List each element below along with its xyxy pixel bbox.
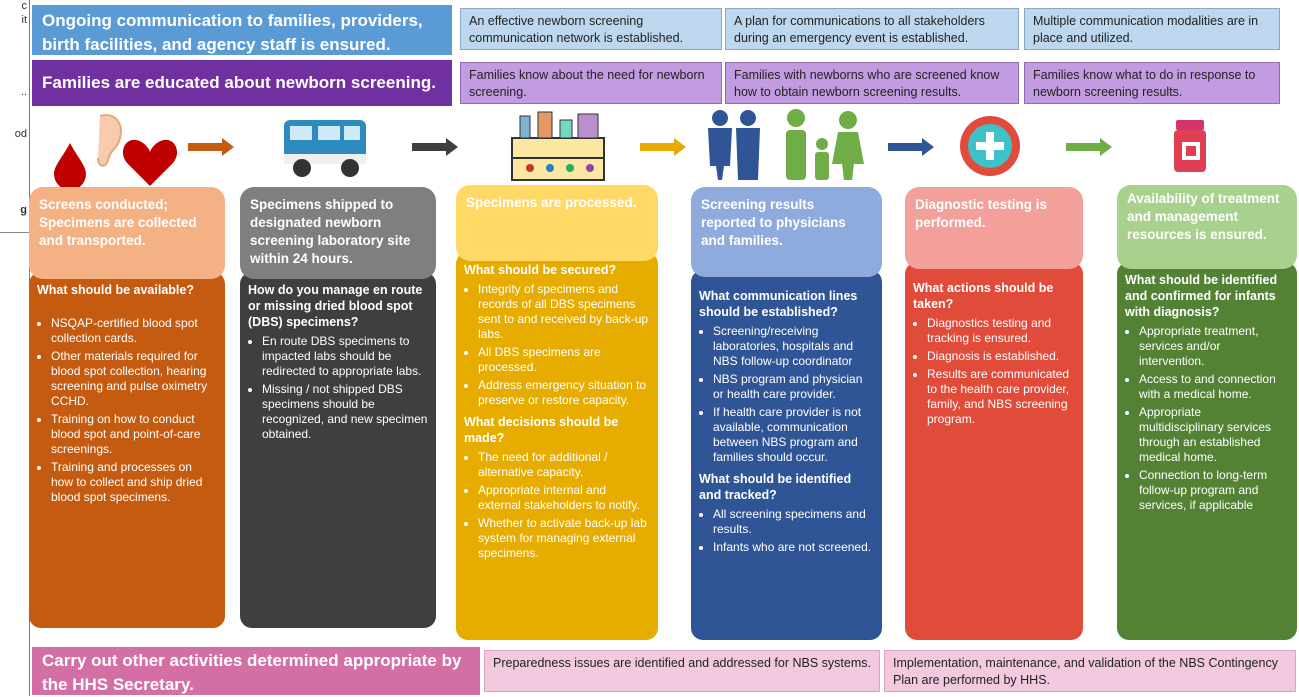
flow-arrow-1 — [188, 138, 234, 156]
list-item: Diagnosis is established. — [927, 349, 1075, 364]
column-6-question: What should be identified and confirmed … — [1125, 273, 1278, 319]
laboratory-icon — [511, 111, 605, 181]
column-1-question: What should be available? — [37, 283, 194, 297]
column-4-question-2: What should be identified and tracked? — [699, 472, 852, 502]
column-5-body: What actions should be taken? Diagnostic… — [905, 262, 1083, 640]
blood-drop-ear-heart-icon — [54, 114, 178, 188]
physicians-family-icon — [708, 109, 864, 180]
left-page-fragment: c it .. od g — [0, 0, 30, 696]
medical-badge-icon — [960, 116, 1020, 176]
column-6-body: What should be identified and confirmed … — [1117, 262, 1297, 640]
list-item: En route DBS specimens to impacted labs … — [262, 334, 428, 379]
list-item: Infants who are not screened. — [713, 540, 874, 555]
flow-arrow-3 — [640, 138, 686, 156]
fragment-text: c — [21, 0, 28, 12]
list-item: All screening specimens and results. — [713, 507, 874, 537]
list-item: All DBS specimens are processed. — [478, 345, 650, 375]
fragment-text: od — [14, 128, 27, 140]
flow-arrow-2 — [412, 138, 458, 156]
list-item: Access to and connection with a medical … — [1139, 372, 1289, 402]
column-3-body: What should be secured? Integrity of spe… — [456, 252, 658, 640]
list-item: Appropriate internal and external stakeh… — [478, 483, 650, 513]
column-2-header: Specimens shipped to designated newborn … — [240, 187, 436, 279]
list-item: Other materials required for blood spot … — [51, 349, 217, 409]
fragment-text: it — [21, 14, 28, 26]
list-item: Training on how to conduct blood spot an… — [51, 412, 217, 457]
education-goal-2: Families with newborns who are screened … — [725, 62, 1019, 104]
list-item: Whether to activate back-up lab system f… — [478, 516, 650, 561]
flow-arrow-5 — [1066, 138, 1112, 156]
communication-goal-1: An effective newborn screening communica… — [460, 8, 722, 50]
column-4-body: What communication lines should be estab… — [691, 270, 882, 640]
activities-goal-2: Implementation, maintenance, and validat… — [884, 650, 1296, 692]
list-item: Diagnostics testing and tracking is ensu… — [927, 316, 1075, 346]
list-item: Training and processes on how to collect… — [51, 460, 217, 505]
list-item: Screening/receiving laboratories, hospit… — [713, 324, 874, 369]
list-item: The need for additional / alternative ca… — [478, 450, 650, 480]
column-2-question: How do you manage en route or missing dr… — [248, 283, 423, 329]
activities-goal-1: Preparedness issues are identified and a… — [484, 650, 880, 692]
medicine-jar-icon — [1174, 120, 1206, 172]
column-1-body: What should be available? NSQAP-certifie… — [29, 272, 225, 628]
activities-banner: Carry out other activities determined ap… — [32, 647, 480, 695]
column-1-header: Screens conducted; Specimens are collect… — [29, 187, 225, 279]
column-6-header: Availability of treatment and management… — [1117, 185, 1297, 269]
list-item: Address emergency situation to preserve … — [478, 378, 650, 408]
column-4-header: Screening results reported to physicians… — [691, 187, 882, 277]
education-goal-3: Families know what to do in response to … — [1024, 62, 1280, 104]
fragment-text: g — [20, 204, 27, 216]
fragment-text: .. — [20, 86, 27, 98]
column-4-question-1: What communication lines should be estab… — [699, 289, 858, 319]
communication-goal-3: Multiple communication modalities are in… — [1024, 8, 1280, 50]
column-3-question-2: What decisions should be made? — [464, 415, 619, 445]
communication-goal-2: A plan for communications to all stakeho… — [725, 8, 1019, 50]
transport-van-icon — [284, 120, 366, 177]
list-item: NSQAP-certified blood spot collection ca… — [51, 316, 217, 346]
list-item: Appropriate treatment, services and/or i… — [1139, 324, 1289, 369]
list-item: Results are communicated to the health c… — [927, 367, 1075, 427]
list-item: NBS program and physician or health care… — [713, 372, 874, 402]
list-item: If health care provider is not available… — [713, 405, 874, 465]
list-item: Connection to long-term follow-up progra… — [1139, 468, 1289, 513]
column-3-header: Specimens are processed. — [456, 185, 658, 261]
column-5-header: Diagnostic testing is performed. — [905, 187, 1083, 269]
fragment-rule — [0, 232, 30, 233]
list-item: Integrity of specimens and records of al… — [478, 282, 650, 342]
communication-banner: Ongoing communication to families, provi… — [32, 5, 452, 55]
education-goal-1: Families know about the need for newborn… — [460, 62, 722, 104]
column-2-body: How do you manage en route or missing dr… — [240, 272, 436, 628]
column-3-question-1: What should be secured? — [464, 263, 617, 277]
column-5-question: What actions should be taken? — [913, 281, 1054, 311]
list-item: Missing / not shipped DBS specimens shou… — [262, 382, 428, 442]
education-banner: Families are educated about newborn scre… — [32, 60, 452, 106]
list-item: Appropriate multidisciplinary services t… — [1139, 405, 1289, 465]
flow-arrow-4 — [888, 138, 934, 156]
